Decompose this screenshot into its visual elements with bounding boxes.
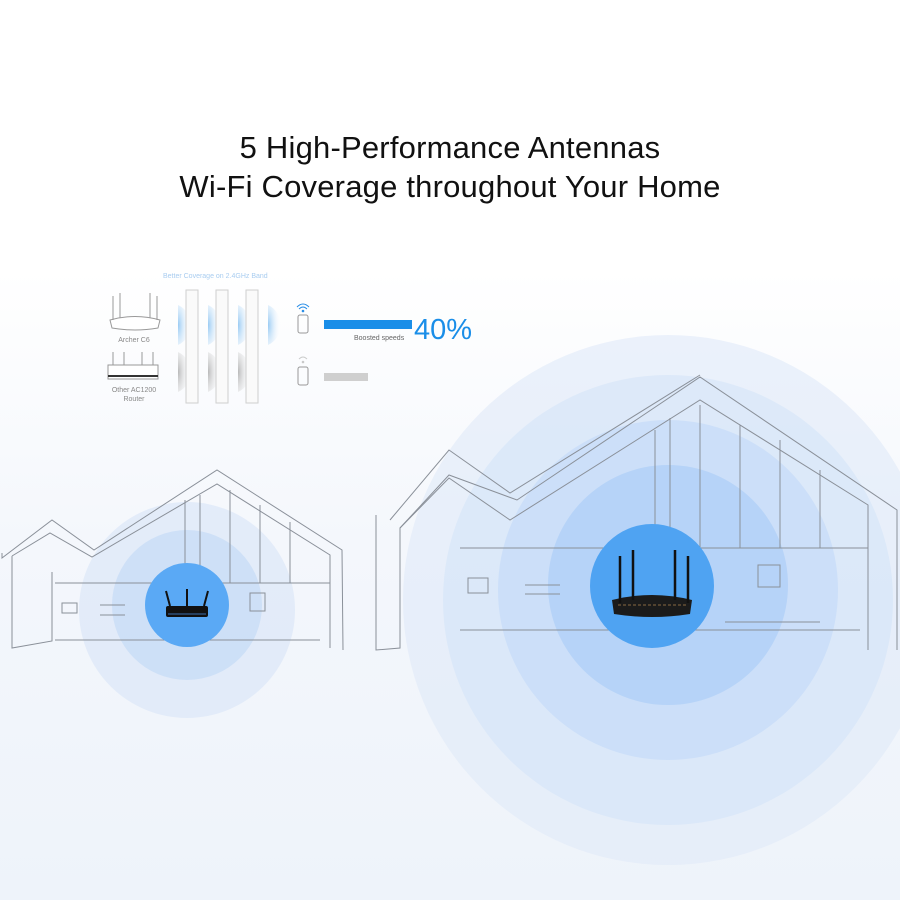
brick-walls	[185, 289, 259, 404]
archer-c6-label-text: Archer C6	[118, 337, 150, 344]
large-house-outline	[375, 374, 898, 651]
other-router-icon	[145, 563, 229, 647]
headline-line-1: 5 High-Performance Antennas	[239, 130, 661, 165]
other-router-label-line2: Router	[123, 396, 145, 403]
other-router-mini-icon	[107, 352, 159, 380]
phone-icons	[297, 314, 309, 386]
boost-percentage: 40%	[414, 314, 473, 346]
headline-line-2: Wi-Fi Coverage throughout Your Home	[179, 169, 721, 204]
archer-c6-router-icon	[590, 524, 714, 648]
headline: 5 High-Performance Antennas Wi-Fi Covera…	[0, 128, 900, 206]
wifi-strong-icon	[296, 303, 310, 313]
other-router-label: Other AC1200 Router	[100, 386, 168, 404]
archer-c6-mini-icon	[109, 293, 161, 331]
boosted-speeds-label: Boosted speeds	[354, 335, 405, 342]
boosted-speed-bar	[324, 320, 412, 329]
wifi-weak-icon	[298, 356, 308, 364]
comparison-caption: Better Coverage on 2.4GHz Band	[163, 273, 268, 280]
other-router-label-line1: Other AC1200	[111, 387, 157, 394]
other-speed-bar	[324, 373, 368, 381]
archer-c6-label: Archer C6	[110, 336, 158, 345]
